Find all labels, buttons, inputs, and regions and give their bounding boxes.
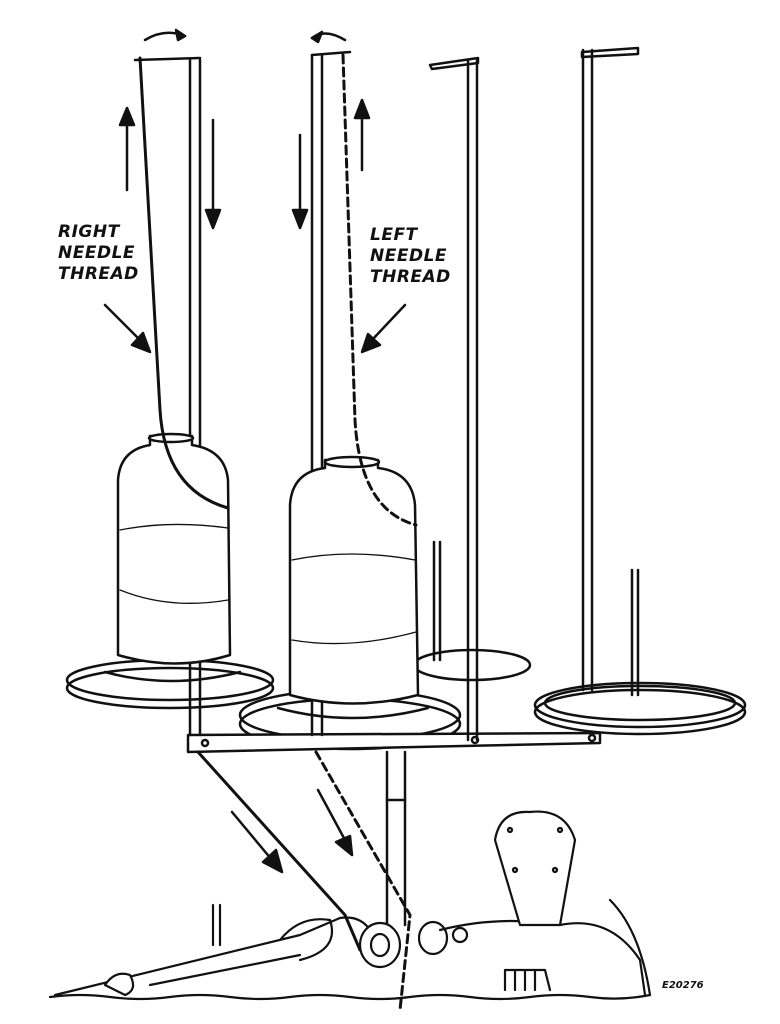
spool-plate-right <box>533 681 747 736</box>
thread-spool-center <box>276 455 430 720</box>
figure-code: E20276 <box>662 980 704 991</box>
spool-plate-back-left <box>65 658 275 710</box>
sewing-machine-head <box>48 810 652 1001</box>
label-line: THREAD <box>370 267 451 287</box>
label-line: NEEDLE <box>58 243 136 263</box>
stand-center-post <box>385 750 407 927</box>
label-line: THREAD <box>58 264 139 284</box>
thread-direction-arrows <box>103 28 407 874</box>
left-needle-thread-label: LEFT NEEDLE THREAD <box>370 225 451 288</box>
right-needle-thread <box>138 56 362 952</box>
right-needle-thread-label: RIGHT NEEDLE THREAD <box>58 222 139 285</box>
stand-frame-bar <box>186 731 602 754</box>
left-needle-thread <box>314 53 418 1012</box>
label-line: NEEDLE <box>370 246 448 266</box>
spool-plate-back-right <box>412 648 532 682</box>
thread-spool-left <box>103 432 242 683</box>
label-line: RIGHT <box>58 222 120 242</box>
label-line: LEFT <box>370 225 418 245</box>
